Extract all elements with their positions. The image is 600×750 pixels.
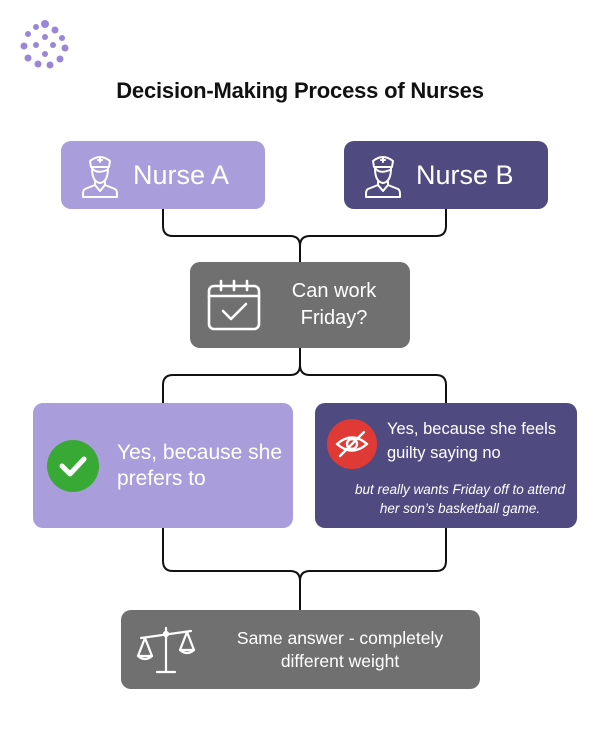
- nurse-a-answer-box: Yes, because she prefers to: [33, 403, 293, 528]
- question-label: Can work Friday?: [291, 280, 377, 329]
- question-box: Can work Friday?: [190, 262, 410, 348]
- diagram-title: Decision-Making Process of Nurses: [116, 78, 484, 103]
- nurse-b-answer-note: but really wants Friday off to attend he…: [354, 482, 566, 516]
- nurse-b-answer-label: Yes, because she feels guilty saying no: [387, 420, 557, 462]
- logo-icon: [20, 20, 69, 69]
- connector-yes-a: [162, 528, 301, 610]
- nurse-b-box: Nurse B: [344, 141, 548, 209]
- nurse-a-label: Nurse A: [133, 159, 230, 190]
- connector-nurse-b: [299, 209, 447, 247]
- scale-icon: [136, 626, 196, 673]
- result-label: Same answer - completely different weigh…: [236, 627, 444, 671]
- nurse-a-answer-label: Yes, because she prefers to: [117, 440, 283, 490]
- connector-yes-b: [299, 528, 447, 582]
- connector-question-a: [162, 348, 301, 403]
- nurse-a-box: Nurse A: [61, 141, 265, 209]
- nurse-icon: [365, 156, 401, 198]
- check-circle-icon: [47, 439, 99, 492]
- connector-question-b: [299, 364, 447, 403]
- nurse-b-label: Nurse B: [416, 159, 514, 190]
- eye-off-icon: [327, 419, 377, 469]
- connector-nurse-a: [162, 209, 301, 262]
- calendar-check-icon: [207, 279, 261, 331]
- result-box: Same answer - completely different weigh…: [121, 610, 480, 689]
- nurse-icon: [82, 156, 118, 198]
- nurse-b-answer-box: Yes, because she feels guilty saying no …: [315, 403, 577, 528]
